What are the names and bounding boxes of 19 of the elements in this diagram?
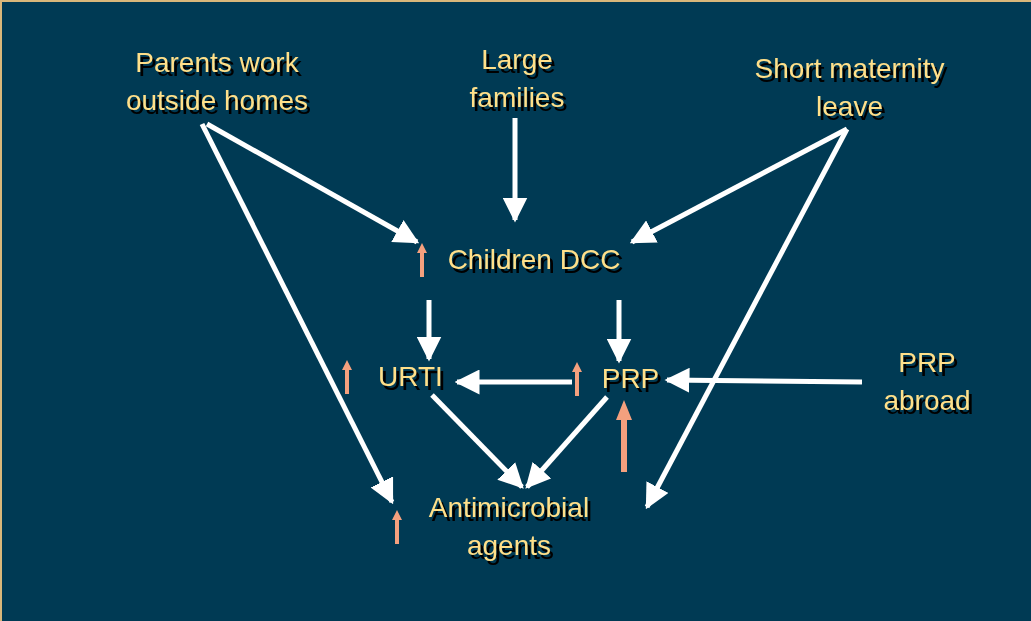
node-label: PRP abroad [882, 346, 972, 418]
arrow [430, 393, 524, 489]
node-label: Large families [468, 43, 566, 115]
node-label: PRP [601, 362, 660, 396]
arrow [502, 118, 528, 223]
arrow [664, 367, 863, 393]
arrow [606, 300, 632, 364]
arrow [629, 126, 849, 245]
node-label: Antimicrobial agents [427, 491, 591, 563]
arrow [416, 300, 442, 362]
arrow [644, 127, 850, 510]
node-label: Children DCC [447, 243, 621, 277]
arrow [454, 369, 572, 395]
node-label: Short maternity leave [754, 52, 945, 124]
node-label: URTI [378, 360, 443, 394]
arrow [205, 121, 420, 245]
arrow [199, 122, 395, 505]
arrow [525, 395, 609, 489]
node-label: Parents work outside homes [124, 46, 310, 118]
